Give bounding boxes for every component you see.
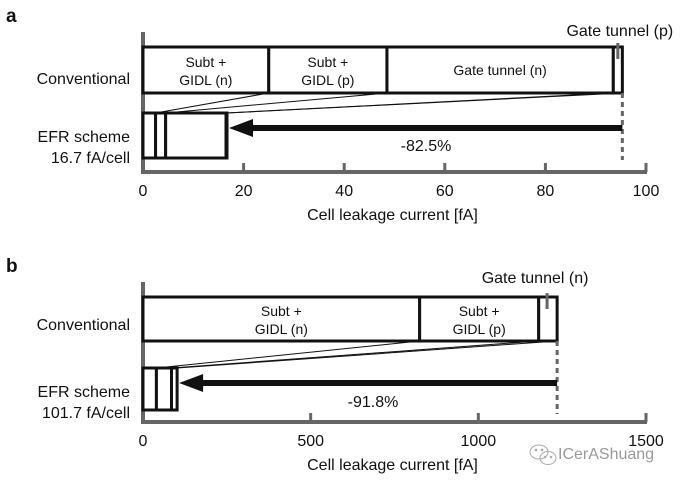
reduction-label: -82.5% — [401, 138, 452, 155]
conventional-segment — [385, 45, 615, 95]
x-tick-label: 1500 — [628, 433, 664, 450]
panel-letter-a: a — [6, 6, 17, 27]
reduction-arrow-head — [229, 119, 254, 137]
row-label-efr-scheme: EFR scheme — [38, 129, 131, 146]
x-tick-label: 60 — [436, 183, 454, 200]
x-tick-label: 20 — [235, 183, 253, 200]
connector-line — [177, 340, 558, 369]
efr-segment — [154, 111, 168, 160]
x-tick-label: 0 — [139, 183, 148, 200]
callout-label: Gate tunnel (n) — [482, 270, 589, 287]
connector-line — [165, 92, 387, 114]
efr-segment — [164, 111, 228, 160]
efr-segment — [141, 111, 158, 160]
segment-label: GIDL (p) — [453, 321, 506, 337]
row-label-conventional: Conventional — [37, 317, 130, 334]
conventional-segment — [267, 45, 389, 95]
efr-segment — [224, 111, 229, 160]
callout-label: Gate tunnel (p) — [566, 23, 673, 40]
row-label-efr-scheme: 16.7 fA/cell — [51, 150, 130, 167]
watermark-text: ICerAShuang — [558, 446, 654, 463]
x-tick-label: 100 — [633, 183, 660, 200]
x-tick-label: 0 — [139, 433, 148, 450]
panel-letter-b: b — [6, 256, 18, 277]
x-axis-title: Cell leakage current [fA] — [307, 457, 478, 474]
efr-segment — [170, 366, 179, 412]
x-tick-label: 80 — [537, 183, 555, 200]
connector-line — [171, 340, 539, 369]
connector-line — [226, 92, 623, 114]
segment-label: GIDL (n) — [179, 72, 232, 88]
segment-label: Subt + — [307, 54, 348, 70]
segment-label: GIDL (n) — [255, 321, 308, 337]
x-tick-label: 1000 — [461, 433, 497, 450]
segment-label: Subt + — [459, 303, 500, 319]
row-label-efr-scheme: EFR scheme — [38, 384, 131, 401]
connector-line — [156, 340, 420, 369]
efr-segment — [154, 366, 174, 412]
connector-line — [155, 92, 269, 114]
x-tick-label: 500 — [297, 433, 324, 450]
row-label-conventional: Conventional — [37, 71, 130, 88]
x-tick-label: 40 — [335, 183, 353, 200]
reduction-label: -91.8% — [348, 394, 399, 411]
reduction-arrow-head — [179, 374, 204, 392]
segment-label: GIDL (p) — [301, 72, 354, 88]
watermark: ICerAShuang — [529, 444, 654, 465]
segment-label: Subt + — [185, 54, 226, 70]
wechat-icon — [529, 444, 557, 465]
segment-label: Gate tunnel (n) — [453, 62, 546, 78]
x-axis-title: Cell leakage current [fA] — [307, 207, 478, 224]
segment-label: Subt + — [261, 303, 302, 319]
row-label-efr-scheme: 101.7 fA/cell — [42, 405, 130, 422]
efr-segment — [141, 366, 158, 412]
